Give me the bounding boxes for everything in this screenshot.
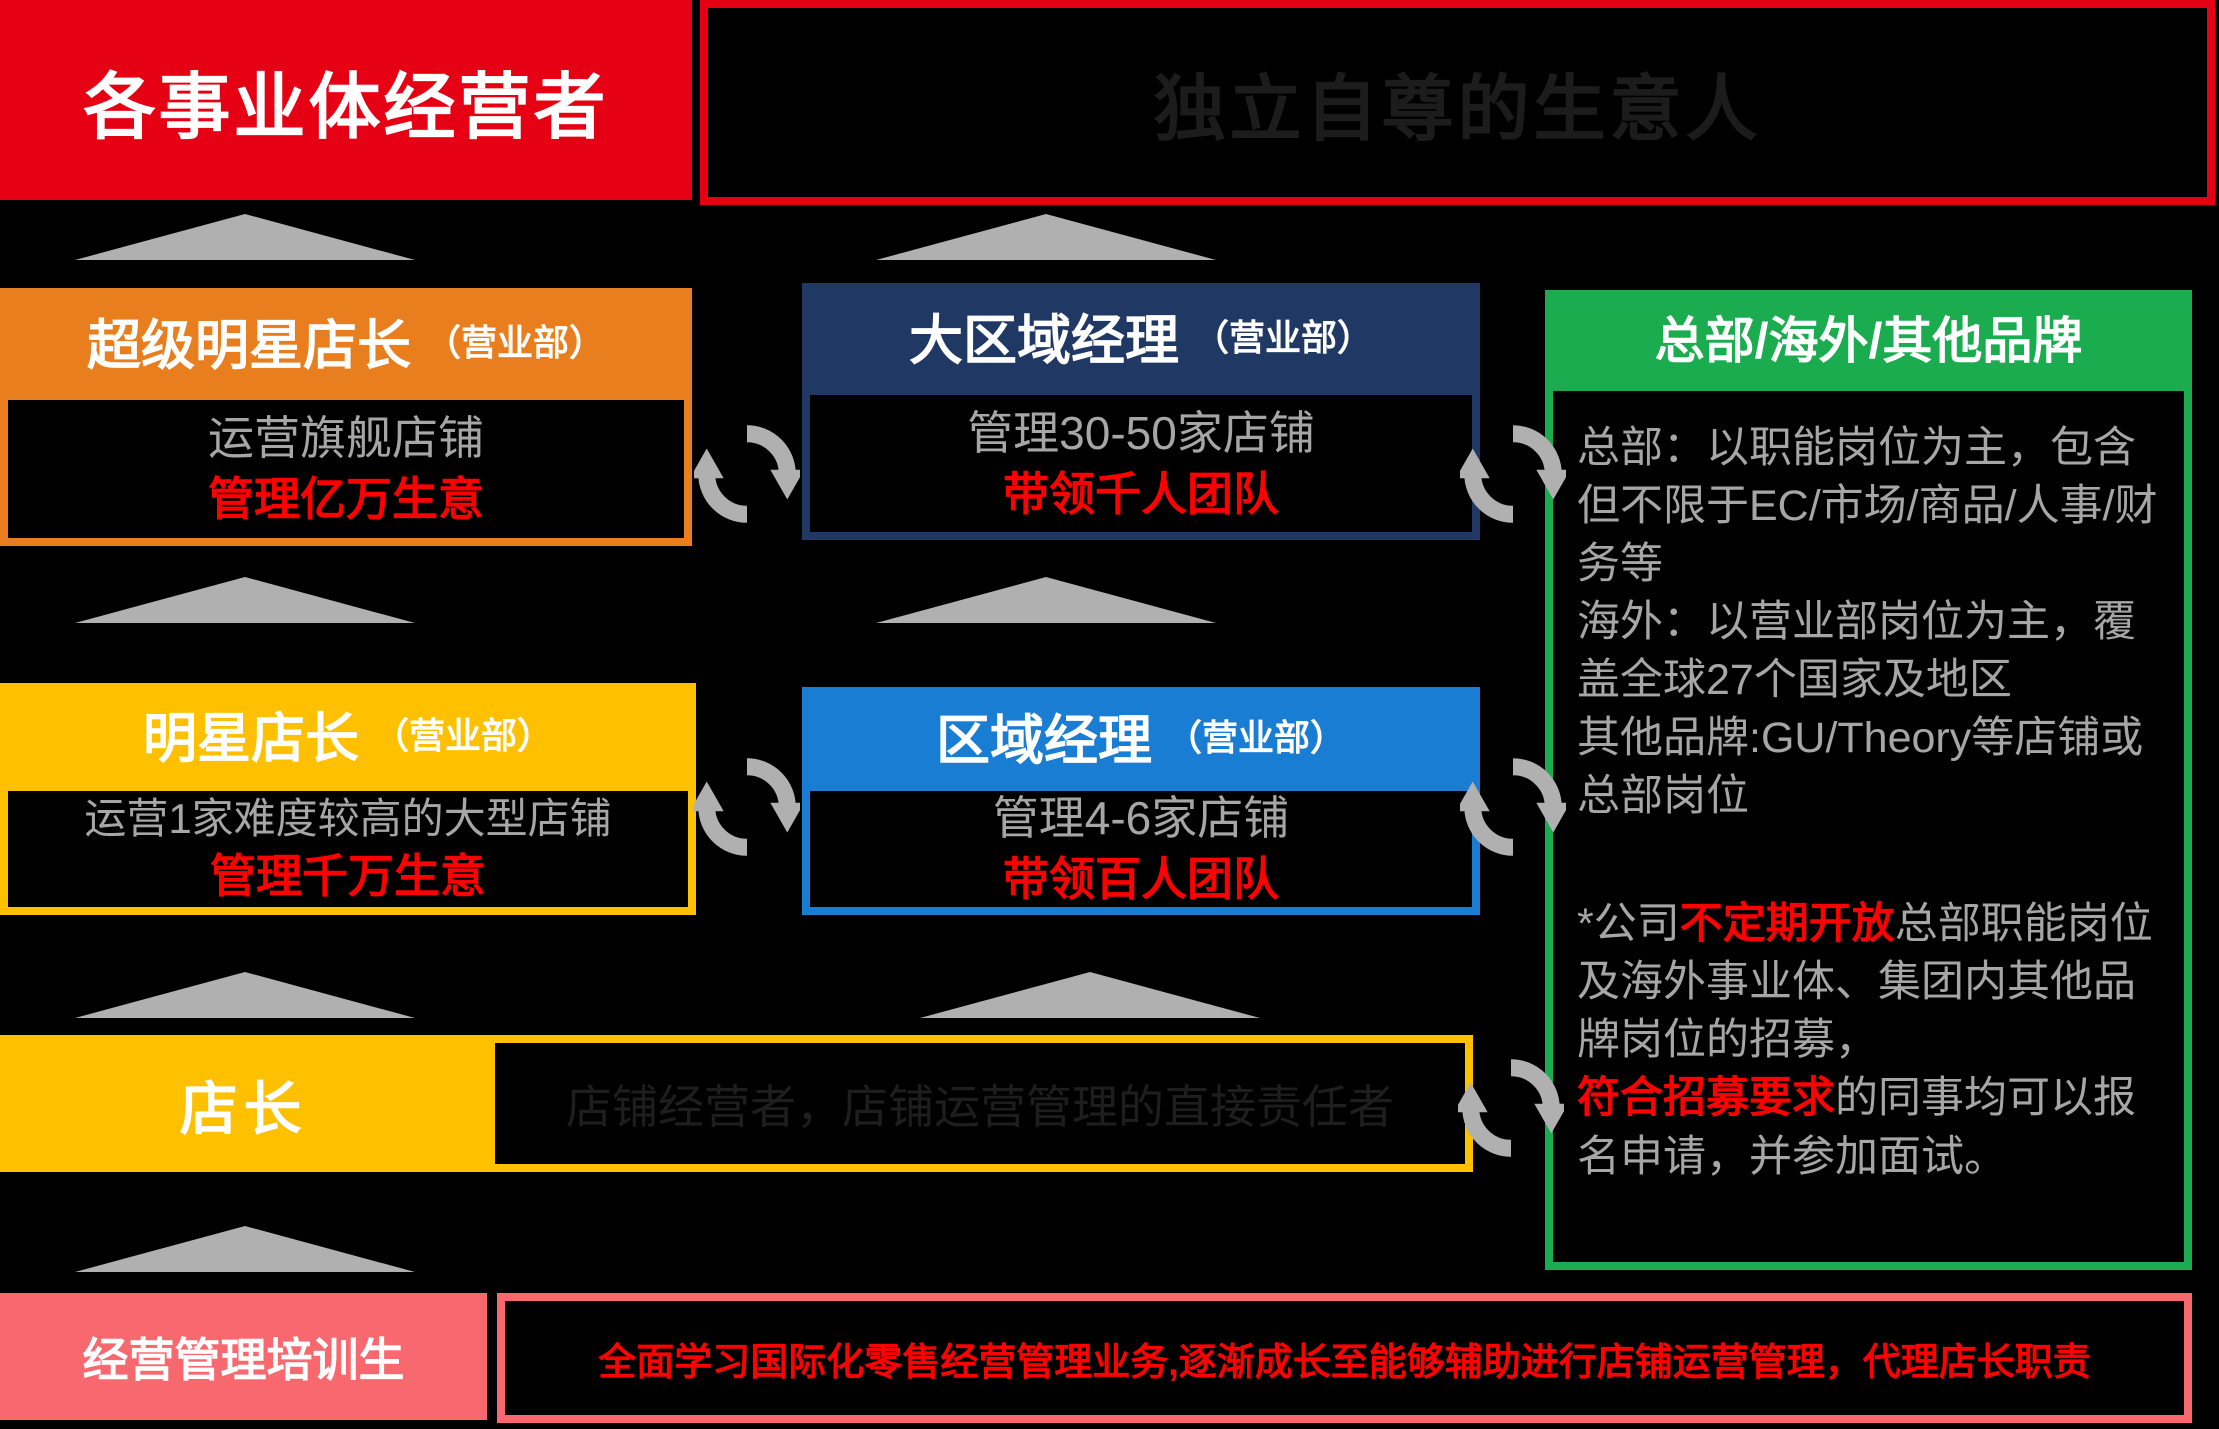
large-area-manager-body: 管理30-50家店铺 带领千人团队 <box>802 387 1480 540</box>
transfer-cycle-icon <box>694 758 800 856</box>
super-star-manager-dept: （营业部） <box>424 322 605 363</box>
trainee-description-box: 全面学习国际化零售经营管理业务,逐渐成长至能够辅助进行店铺运营管理，代理店长职责 <box>497 1293 2192 1423</box>
trainee-box: 经营管理培训生 <box>0 1293 487 1420</box>
area-manager-header: 区域经理 （营业部） <box>802 687 1480 783</box>
up-triangle-icon <box>75 1226 415 1272</box>
up-triangle-icon <box>920 972 1260 1018</box>
note-seg1: *公司 <box>1577 900 1680 949</box>
large-area-manager-title: 大区域经理 <box>908 310 1179 371</box>
overseas-paragraph: 海外：以营业部岗位为主，覆盖全球27个国家及地区 <box>1577 598 2136 705</box>
hq-paragraph: 总部：以职能岗位为主，包含但不限于EC/市场/商品/人事/财务等 <box>1577 424 2158 589</box>
slogan-box: 独立自尊的生意人 <box>700 0 2215 205</box>
super-star-manager-body: 运营旗舰店铺 管理亿万生意 <box>0 392 692 546</box>
super-star-manager-title: 超级明星店长 <box>86 315 411 376</box>
large-area-manager-line1: 管理30-50家店铺 <box>967 406 1315 459</box>
up-triangle-icon <box>75 214 415 260</box>
note-seg3: 总部职能岗位及海外事业体、集团内其他品牌岗位的招募， <box>1577 900 2153 1065</box>
other-brands-paragraph: 其他品牌:GU/Theory等店铺或总部岗位 <box>1577 714 2144 821</box>
area-manager-body: 管理4-6家店铺 带领百人团队 <box>802 783 1480 915</box>
note-seg5: 的同事均可以报名申请，并参加面试。 <box>1577 1074 2136 1181</box>
hq-overseas-brands-title: 总部/海外/其他品牌 <box>1654 312 2083 369</box>
large-area-manager-header: 大区域经理 （营业部） <box>802 283 1480 387</box>
super-star-manager-line2: 管理亿万生意 <box>208 473 484 525</box>
star-manager-line1: 运营1家难度较高的大型店铺 <box>84 794 612 842</box>
store-manager-description-box: 店铺经营者，店铺运营管理的直接责任者 <box>487 1035 1473 1172</box>
business-owner-box: 各事业体经营者 <box>0 0 692 200</box>
area-manager-dept: （营业部） <box>1165 717 1346 758</box>
area-manager-title: 区域经理 <box>935 710 1152 771</box>
slogan-label: 独立自尊的生意人 <box>1153 70 1762 150</box>
transfer-cycle-icon <box>1458 1059 1564 1157</box>
up-triangle-icon <box>876 214 1216 260</box>
super-star-manager-header: 超级明星店长 （营业部） <box>0 288 692 392</box>
area-manager-line2: 带领百人团队 <box>1003 853 1279 905</box>
up-triangle-icon <box>75 972 415 1018</box>
hq-overseas-brands-body: 总部：以职能岗位为主，包含但不限于EC/市场/商品/人事/财务等 海外：以营业部… <box>1545 383 2192 1270</box>
store-manager-label: 店长 <box>179 1076 308 1142</box>
store-manager-box: 店长 <box>0 1035 487 1172</box>
transfer-cycle-icon <box>694 425 800 523</box>
area-manager-line1: 管理4-6家店铺 <box>992 792 1290 845</box>
store-manager-description: 店铺经营者，店铺运营管理的直接责任者 <box>566 1080 1394 1133</box>
trainee-label: 经营管理培训生 <box>82 1333 405 1386</box>
star-manager-title: 明星店长 <box>142 708 359 769</box>
super-star-manager-line1: 运营旗舰店铺 <box>208 412 484 465</box>
star-manager-dept: （营业部） <box>372 715 553 756</box>
note-seg4-red: 符合招募要求 <box>1577 1074 1835 1123</box>
hq-overseas-brands-box: 总部/海外/其他品牌 总部：以职能岗位为主，包含但不限于EC/市场/商品/人事/… <box>1545 290 2192 1270</box>
business-owner-label: 各事业体经营者 <box>83 67 609 148</box>
star-manager-line2: 管理千万生意 <box>210 850 486 903</box>
transfer-cycle-icon <box>1460 425 1566 523</box>
transfer-cycle-icon <box>1460 758 1566 856</box>
up-triangle-icon <box>75 577 415 623</box>
star-manager-header: 明星店长 （营业部） <box>0 683 696 783</box>
large-area-manager-line2: 带领千人团队 <box>1003 467 1279 520</box>
recruitment-note: *公司不定期开放总部职能岗位及海外事业体、集团内其他品牌岗位的招募， 符合招募要… <box>1577 895 2164 1185</box>
hq-overseas-brands-header: 总部/海外/其他品牌 <box>1545 290 2192 383</box>
star-manager-body: 运营1家难度较高的大型店铺 管理千万生意 <box>0 783 696 915</box>
large-area-manager-dept: （营业部） <box>1192 317 1373 358</box>
trainee-description: 全面学习国际化零售经营管理业务,逐渐成长至能够辅助进行店铺运营管理，代理店长职责 <box>598 1341 2091 1384</box>
note-seg2-red: 不定期开放 <box>1679 900 1895 949</box>
up-triangle-icon <box>876 577 1216 623</box>
